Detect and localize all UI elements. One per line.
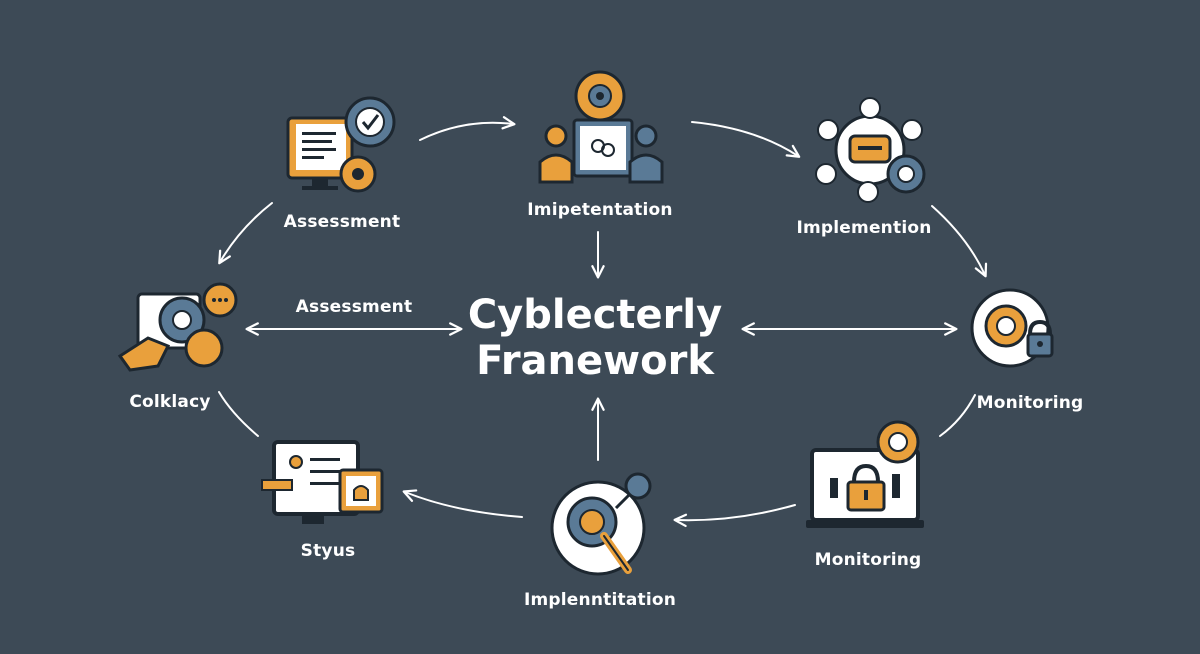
node-label-implementation-top: Imipetentation xyxy=(527,200,673,220)
node-label-colklacy: Colklacy xyxy=(129,392,211,412)
arrow-top-to-topright xyxy=(691,121,801,158)
arrow-assessment-to-top xyxy=(419,116,516,141)
gear-padlock-icon xyxy=(970,288,1054,368)
arrow-bottomright-to-bottom xyxy=(673,504,796,528)
node-label-monitoring-right: Monitoring xyxy=(976,393,1084,413)
arrow-label-assessment: Assessment xyxy=(295,297,413,317)
laptop-padlock-icon xyxy=(806,420,924,528)
monitor-checklist-icon xyxy=(261,440,384,524)
node-label-monitoring-bottom-right: Monitoring xyxy=(814,550,922,570)
arrow-topleft-to-left xyxy=(218,202,273,265)
node-label-implementation-bottom: Implenntitation xyxy=(523,590,677,610)
framework-title-line2: Franework xyxy=(476,338,714,384)
team-gear-laptop-icon xyxy=(538,70,664,184)
arrow-bottom-to-bottomleft xyxy=(402,489,523,518)
framework-title-line1: Cyblecterly xyxy=(467,292,723,338)
framework-title: Cyblecterly Franework xyxy=(468,292,722,384)
node-label-implemention: Implemention xyxy=(796,218,932,238)
node-label-styus: Styus xyxy=(300,541,356,561)
connectors xyxy=(218,116,988,528)
gear-magnifier-icon xyxy=(550,472,652,576)
line-right-to-bottomright xyxy=(939,394,976,437)
network-gear-key-icon xyxy=(815,97,926,203)
arrow-topright-to-right xyxy=(931,205,988,278)
line-bottomleft-to-left xyxy=(218,391,259,437)
hand-gears-icon xyxy=(117,282,238,372)
monitor-gears-check-icon xyxy=(286,96,396,193)
node-label-assessment: Assessment xyxy=(283,212,401,232)
